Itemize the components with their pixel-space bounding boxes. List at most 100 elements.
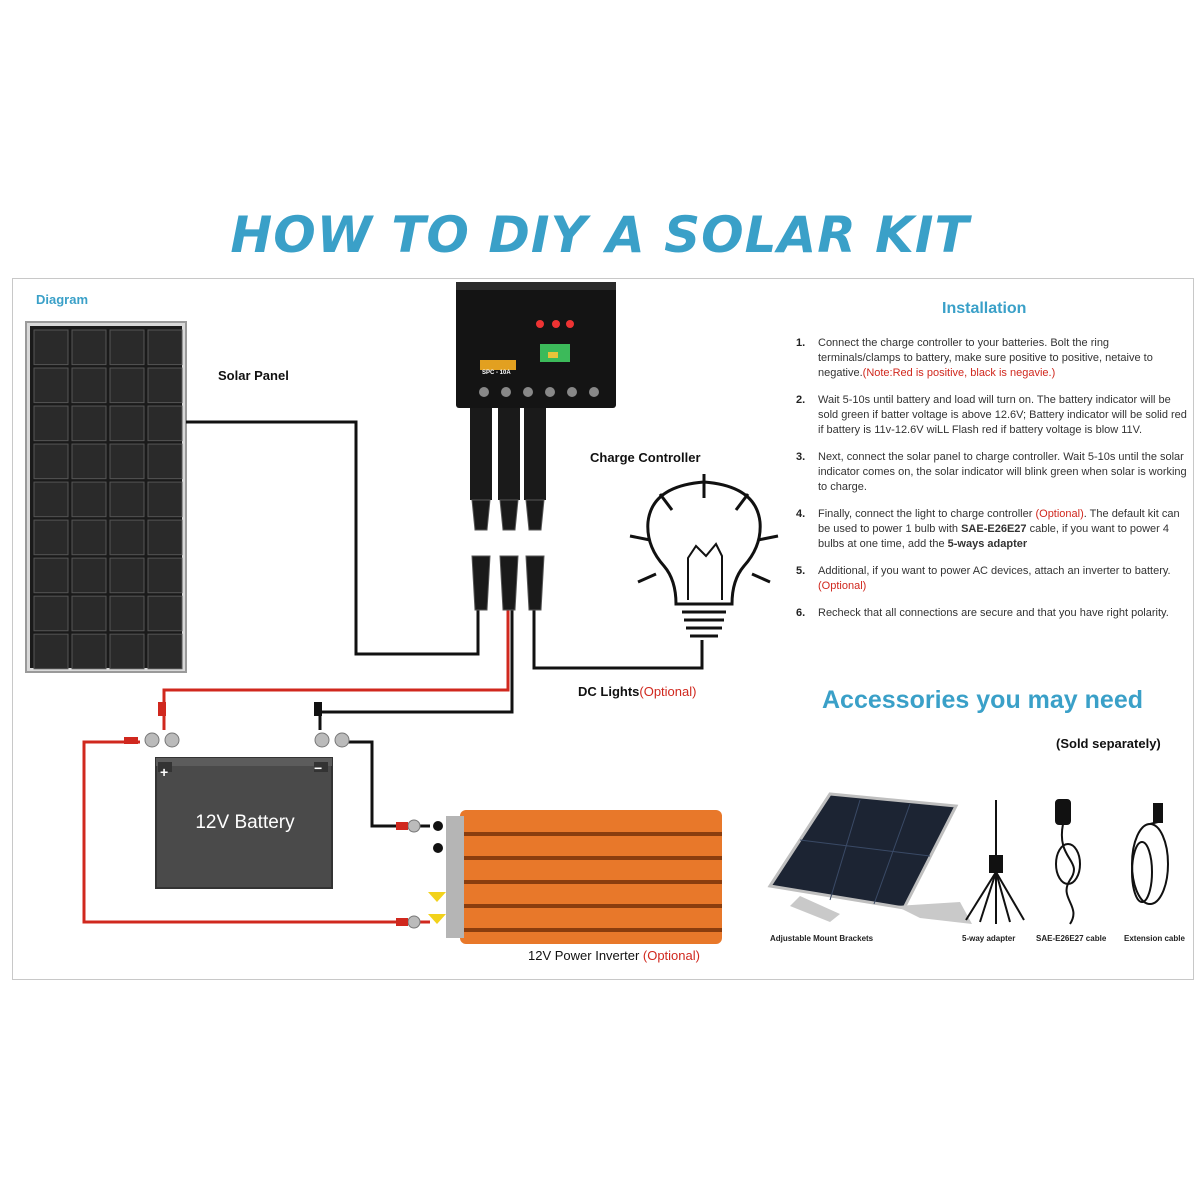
solar-wire xyxy=(186,420,480,656)
step-number: 6. xyxy=(796,607,806,619)
battery-plus-sign: + xyxy=(160,764,169,780)
solar-cell xyxy=(109,557,145,594)
solar-cell xyxy=(147,633,183,670)
controller-terminal xyxy=(523,387,533,397)
solar-cell xyxy=(71,329,107,366)
solar-cell xyxy=(147,405,183,442)
installation-steps: 1. Connect the charge controller to your… xyxy=(796,336,1194,633)
installation-title: Installation xyxy=(942,300,1027,317)
dc-lights-label: DC Lights(Optional) xyxy=(578,684,696,699)
step-number: 5. xyxy=(796,565,806,577)
diagram-heading: Diagram xyxy=(36,292,89,307)
step-text: Finally, connect the light to charge con… xyxy=(818,508,1036,520)
solar-cell xyxy=(33,519,69,556)
sae-e26e27-cable-image xyxy=(1055,799,1081,925)
solar-cell xyxy=(71,633,107,670)
installation-step: 3. Next, connect the solar panel to char… xyxy=(796,450,1194,495)
solar-cell xyxy=(33,481,69,518)
solar-cell xyxy=(109,595,145,632)
mount-bracket-panel-image xyxy=(767,792,972,924)
solar-cell xyxy=(147,443,183,480)
five-way-adapter-image xyxy=(965,800,1025,924)
solar-cell xyxy=(71,595,107,632)
solar-cell xyxy=(33,633,69,670)
dc-light-wire xyxy=(532,560,704,670)
solar-cell xyxy=(71,443,107,480)
sold-separately-label: (Sold separately) xyxy=(1056,736,1161,751)
battery-label: 12V Battery xyxy=(195,812,295,833)
extension-cable-image xyxy=(1131,803,1169,905)
solar-cell xyxy=(147,519,183,556)
solar-cell xyxy=(33,329,69,366)
solar-cell xyxy=(71,519,107,556)
accessory-caption: SAE-E26E27 cable xyxy=(1036,934,1107,943)
diagram-frame xyxy=(12,278,1194,980)
controller-model-label: SPC - 10A xyxy=(482,370,511,376)
installation-step: 5. Additional, if you want to power AC d… xyxy=(796,564,1194,594)
accessory-caption: Extension cable xyxy=(1124,934,1185,943)
mc4-connector xyxy=(471,499,491,531)
solar-cell xyxy=(109,519,145,556)
controller-terminal xyxy=(479,387,489,397)
battery-image xyxy=(155,757,333,889)
light-bulb-icon xyxy=(629,474,779,638)
inverter-negative-wire xyxy=(340,740,430,828)
adapter-name: 5-ways adapter xyxy=(947,538,1028,550)
solar-cell xyxy=(33,557,69,594)
solar-cell xyxy=(109,367,145,404)
installation-step: 4. Finally, connect the light to charge … xyxy=(796,507,1194,552)
solar-cell xyxy=(33,405,69,442)
power-inverter-image xyxy=(428,810,722,944)
solar-cell xyxy=(147,595,183,632)
ring-terminal-icons xyxy=(124,702,421,929)
battery-positive-wire xyxy=(162,560,510,730)
solar-cell xyxy=(147,367,183,404)
dc-lights-optional: (Optional) xyxy=(639,684,697,699)
accessory-caption: 5-way adapter xyxy=(962,934,1016,943)
mc4-connector xyxy=(471,555,491,611)
step-text: Wait 5-10s until battery and load will t… xyxy=(818,394,1187,436)
installation-step: 2. Wait 5-10s until battery and load wil… xyxy=(796,393,1194,438)
battery-negative-wire xyxy=(318,600,514,730)
charge-controller-image xyxy=(456,282,616,611)
solar-panel-image xyxy=(25,321,187,673)
charge-controller-label: Charge Controller xyxy=(590,450,701,465)
step-number: 4. xyxy=(796,508,806,520)
solar-cell xyxy=(109,633,145,670)
step-text: Additional, if you want to power AC devi… xyxy=(818,565,1171,577)
step-text: cable, if you want to power 4 bulbs at o… xyxy=(818,523,1169,550)
step-text: Next, connect the solar panel to charge … xyxy=(818,451,1187,493)
page-title: HOW TO DIY A SOLAR KIT xyxy=(230,206,970,264)
step-number: 3. xyxy=(796,451,806,463)
inverter-label: 12V Power Inverter (Optional) xyxy=(528,948,700,963)
controller-terminal xyxy=(545,387,555,397)
mc4-connector xyxy=(525,555,545,611)
solar-cell xyxy=(71,481,107,518)
solar-cell xyxy=(147,481,183,518)
inverter-positive-wire xyxy=(82,740,430,924)
step-optional: (Optional) xyxy=(818,580,867,592)
inverter-optional: (Optional) xyxy=(642,948,700,963)
solar-cell xyxy=(71,557,107,594)
mc4-connector xyxy=(525,499,545,531)
step-text: Recheck that all connections are secure … xyxy=(818,607,1169,619)
installation-step: 1. Connect the charge controller to your… xyxy=(796,336,1194,381)
step-number: 1. xyxy=(796,337,806,349)
solar-cell xyxy=(147,329,183,366)
solar-cell xyxy=(109,481,145,518)
battery-minus-sign: − xyxy=(314,760,323,776)
controller-terminal xyxy=(567,387,577,397)
solar-cell xyxy=(147,557,183,594)
solar-cell xyxy=(33,595,69,632)
accessories-title: Accessories you may need xyxy=(822,686,1143,714)
dc-lights-text: DC Lights xyxy=(578,684,640,699)
step-number: 2. xyxy=(796,394,806,406)
solar-cell xyxy=(33,443,69,480)
controller-terminal xyxy=(589,387,599,397)
step-text: . The default kit can be used to power 1… xyxy=(818,508,1180,535)
solar-cell xyxy=(33,367,69,404)
solar-cell xyxy=(71,405,107,442)
step-optional: (Optional) xyxy=(1035,508,1084,520)
cable-name: SAE-E26E27 xyxy=(961,523,1027,535)
